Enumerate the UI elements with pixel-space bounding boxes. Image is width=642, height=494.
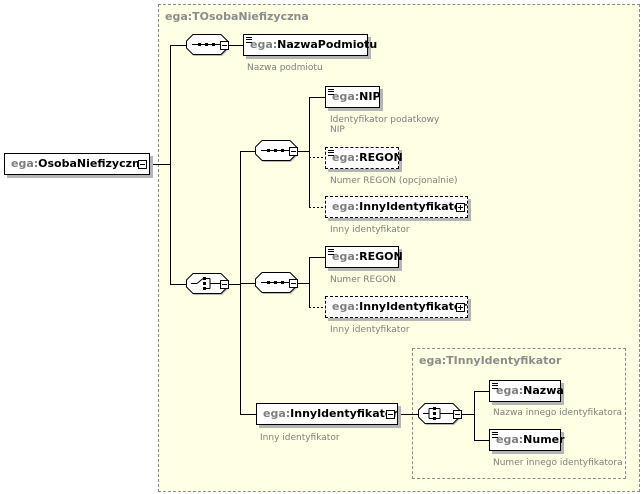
element-numer[interactable]: ega:Numer	[489, 429, 565, 451]
element-name: InnyIdentyfikator	[359, 200, 467, 213]
element-prefix: ega:	[332, 200, 360, 213]
element-innyidentyfikator[interactable]: ega:InnyIdentyfikator	[256, 403, 398, 425]
element-name: InnyIdentyfikator	[359, 300, 467, 313]
element-prefix: ega:	[250, 38, 278, 51]
collapse-icon[interactable]	[138, 160, 147, 169]
collapse-icon[interactable]	[220, 41, 229, 50]
element-name: NazwaPodmiotu	[277, 38, 378, 51]
element-nip[interactable]: ega:NIP	[325, 86, 381, 108]
element-innyidentyfikator-optional[interactable]: ega:InnyIdentyfikator	[325, 196, 468, 218]
annotation-innyidentyfikator: Inny identyfikator	[260, 433, 340, 443]
sequence-compositor-icon[interactable]	[418, 403, 464, 427]
collapse-icon[interactable]	[289, 279, 298, 288]
annotation-innyidentyfikator-optional: Inny identyfikator	[330, 225, 410, 235]
annotation-nazwa: Nazwa innego identyfikatora	[493, 408, 623, 418]
element-name: REGON	[359, 151, 403, 164]
annotation-innyidentyfikator-optional: Inny identyfikator	[330, 325, 410, 335]
annotation-nazwapodmiotu: Nazwa podmiotu	[247, 63, 323, 73]
element-regon[interactable]: ega:REGON	[325, 246, 403, 268]
sequence-compositor-icon[interactable]	[255, 140, 301, 164]
collapse-icon[interactable]	[220, 280, 229, 289]
element-name: InnyIdentyfikator	[290, 407, 398, 420]
sequence-compositor-icon[interactable]	[186, 34, 232, 58]
element-name: REGON	[359, 250, 403, 263]
annotation-nip-line1: Identyfikator podatkowy	[330, 115, 440, 125]
sequence-compositor-icon[interactable]	[255, 272, 301, 296]
documentation-icon	[492, 383, 498, 389]
collapse-icon[interactable]	[453, 410, 462, 419]
element-prefix: ega:	[332, 151, 360, 164]
type-label-tosobaniefizyczna: ega:TOsobaNiefizyczna	[165, 10, 309, 23]
annotation-regon: Numer REGON	[330, 275, 397, 285]
collapse-icon[interactable]	[386, 410, 395, 419]
element-osobaniefizyczna[interactable]: ega:OsobaNiefizyczna	[4, 153, 150, 175]
element-nazwapodmiotu[interactable]: ega:NazwaPodmiotu	[243, 34, 377, 56]
element-regon-optional[interactable]: ega:REGON	[325, 147, 403, 169]
element-name: NIP	[359, 90, 381, 103]
documentation-icon	[246, 37, 252, 43]
element-innyidentyfikator-optional[interactable]: ega:InnyIdentyfikator	[325, 296, 468, 318]
element-prefix: ega:	[11, 157, 39, 170]
element-name: OsobaNiefizyczna	[38, 157, 148, 170]
element-nazwa[interactable]: ega:Nazwa	[489, 380, 564, 402]
element-prefix: ega:	[496, 433, 524, 446]
element-name: Numer	[523, 433, 565, 446]
choice-compositor-icon[interactable]	[186, 273, 232, 297]
annotation-regon-optional: Numer REGON (opcjonalnie)	[330, 176, 458, 186]
documentation-icon	[328, 150, 334, 156]
element-name: Nazwa	[523, 384, 564, 397]
documentation-icon	[328, 249, 334, 255]
element-prefix: ega:	[332, 90, 360, 103]
element-prefix: ega:	[263, 407, 291, 420]
annotation-numer: Numer innego identyfikatora	[493, 458, 623, 468]
type-label-tinnyidentyfikator: ega:TInnyIdentyfikator	[419, 354, 562, 367]
expand-icon[interactable]	[456, 303, 465, 312]
annotation-nip-line2: NIP	[330, 125, 345, 135]
expand-icon[interactable]	[456, 203, 465, 212]
element-prefix: ega:	[332, 250, 360, 263]
element-prefix: ega:	[332, 300, 360, 313]
documentation-icon	[328, 89, 334, 95]
collapse-icon[interactable]	[289, 147, 298, 156]
documentation-icon	[492, 432, 498, 438]
element-prefix: ega:	[496, 384, 524, 397]
